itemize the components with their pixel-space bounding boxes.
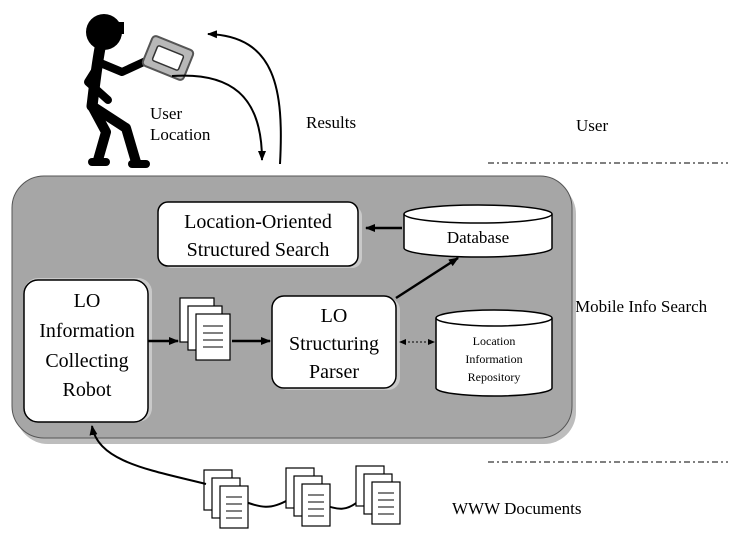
- mobile-info-search-label: Mobile Info Search: [575, 297, 708, 316]
- robot-line4: Robot: [63, 379, 112, 401]
- database-label: Database: [447, 228, 509, 247]
- repository-line3: Repository: [468, 370, 521, 384]
- structured-search-line1: Location-Oriented: [184, 211, 332, 233]
- www-documents-icon: [203, 465, 401, 529]
- parser-line2: Structuring: [289, 333, 379, 355]
- database-cylinder-icon: Database: [403, 204, 553, 258]
- parser-to-database-arrow: [395, 256, 459, 300]
- structured-search-line2: Structured Search: [187, 239, 330, 261]
- collected-documents-icon: [179, 297, 231, 361]
- user-location-label-line1: User: [150, 104, 182, 123]
- parser-line3: Parser: [309, 361, 359, 383]
- repository-cylinder-icon: Location Information Repository: [435, 309, 553, 397]
- robot-line1: LO: [74, 290, 101, 312]
- structuring-parser-box: LO Structuring Parser: [271, 295, 400, 390]
- results-label: Results: [306, 113, 356, 132]
- mobile-device-icon: [141, 35, 195, 81]
- user-zone-label: User: [576, 116, 608, 135]
- results-arrow: [207, 30, 282, 165]
- collecting-robot-box: LO Information Collecting Robot: [23, 278, 152, 423]
- parser-line1: LO: [321, 305, 348, 327]
- robot-line2: Information: [39, 320, 135, 342]
- user-location-label-line2: Location: [150, 125, 211, 144]
- repository-line1: Location: [473, 334, 516, 348]
- www-documents-label: WWW Documents: [452, 499, 582, 518]
- repository-line2: Information: [465, 352, 522, 366]
- user-figure-icon: [84, 14, 152, 168]
- user-location-arrow: [171, 74, 266, 161]
- robot-line3: Collecting: [45, 350, 128, 372]
- www-to-robot-arrow: [89, 425, 207, 485]
- structured-search-box: Location-Oriented Structured Search: [157, 201, 362, 268]
